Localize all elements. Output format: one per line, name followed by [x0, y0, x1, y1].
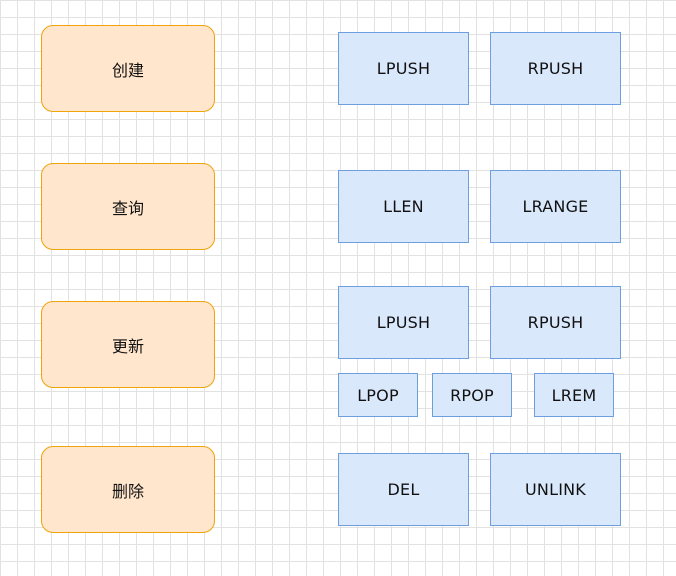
- command-lpop: LPOP: [338, 373, 418, 417]
- category-create: 创建: [41, 25, 215, 112]
- command-del: DEL: [338, 453, 469, 526]
- command-rpop: RPOP: [432, 373, 512, 417]
- command-lrange: LRANGE: [490, 170, 621, 243]
- category-delete: 删除: [41, 446, 215, 533]
- command-rpush: RPUSH: [490, 286, 621, 359]
- category-update: 更新: [41, 301, 215, 388]
- command-rpush: RPUSH: [490, 32, 621, 105]
- command-unlink: UNLINK: [490, 453, 621, 526]
- command-lrem: LREM: [534, 373, 614, 417]
- command-lpush: LPUSH: [338, 286, 469, 359]
- command-lpush: LPUSH: [338, 32, 469, 105]
- category-query: 查询: [41, 163, 215, 250]
- command-llen: LLEN: [338, 170, 469, 243]
